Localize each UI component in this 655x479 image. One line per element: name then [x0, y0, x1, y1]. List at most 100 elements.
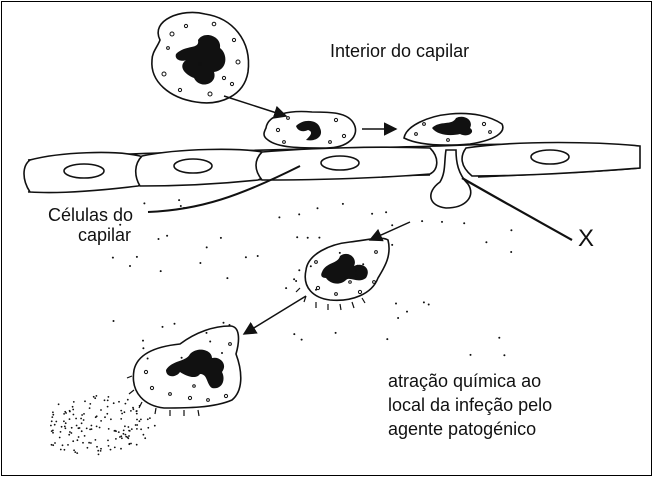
gradient-dot — [63, 413, 65, 415]
gradient-dot — [128, 435, 130, 437]
leukocyte-stage-1 — [152, 12, 249, 102]
gradient-dot — [69, 410, 71, 412]
gradient-dot — [73, 449, 75, 451]
gradient-dot — [143, 202, 145, 204]
gradient-dot — [52, 414, 54, 416]
gradient-dot — [147, 358, 149, 360]
gradient-dot — [206, 246, 208, 248]
gradient-dot — [118, 401, 120, 403]
gradient-dot — [52, 430, 54, 432]
gradient-dot — [60, 449, 62, 451]
gradient-dot — [90, 442, 92, 444]
gradient-dot — [77, 439, 79, 441]
gradient-dot — [498, 337, 500, 339]
gradient-dot — [158, 238, 160, 240]
gradient-dot — [65, 427, 67, 429]
gradient-dot — [315, 289, 317, 291]
gradient-dot — [96, 415, 98, 417]
gradient-dot — [80, 418, 82, 420]
gradient-dot — [421, 220, 423, 222]
gradient-dot — [257, 255, 259, 257]
gradient-dot — [107, 406, 109, 408]
gradient-dot — [52, 444, 54, 446]
gradient-dot — [107, 440, 109, 442]
gradient-dot — [124, 411, 126, 413]
gradient-dot — [357, 265, 359, 267]
gradient-dot — [97, 450, 99, 452]
gradient-dot — [76, 425, 78, 427]
leukocyte-stage-2 — [264, 112, 356, 148]
gradient-dot — [143, 434, 145, 436]
gradient-dot — [391, 224, 393, 226]
gradient-dot — [81, 430, 83, 432]
gradient-dot — [371, 213, 373, 215]
gradient-dot — [310, 265, 312, 267]
gradient-dot — [51, 444, 53, 446]
gradient-dot — [89, 407, 91, 409]
gradient-dot — [154, 425, 156, 427]
gradient-dot — [183, 207, 185, 209]
gradient-dot — [72, 406, 74, 408]
gradient-dot — [54, 424, 56, 426]
gradient-dot — [51, 416, 53, 418]
gradient-dot — [100, 420, 102, 422]
gradient-dot — [88, 442, 90, 444]
gradient-dot — [96, 395, 98, 397]
gradient-dot — [87, 447, 89, 449]
gradient-dot — [144, 437, 146, 439]
gradient-dot — [62, 444, 64, 446]
gradient-dot — [64, 426, 66, 428]
gradient-dot — [118, 431, 120, 433]
gradient-dot — [356, 274, 358, 276]
gradient-dot — [180, 205, 182, 207]
gradient-dot — [136, 413, 138, 415]
gradient-dot — [307, 237, 309, 239]
gradient-dot — [160, 270, 162, 272]
gradient-dot — [298, 269, 300, 271]
gradient-dot — [229, 324, 231, 326]
gradient-dot — [55, 421, 57, 423]
gradient-dot — [121, 437, 123, 439]
gradient-dot — [75, 418, 77, 420]
gradient-dot — [129, 443, 131, 445]
gradient-dot — [84, 400, 86, 402]
gradient-dot — [131, 428, 133, 430]
gradient-dot — [298, 213, 300, 215]
gradient-dot — [67, 444, 69, 446]
gradient-dot — [127, 436, 129, 438]
gradient-dot — [335, 332, 337, 334]
gradient-dot — [130, 443, 132, 445]
gradient-dot — [52, 411, 54, 413]
gradient-dot — [110, 449, 112, 451]
gradient-dot — [113, 320, 115, 322]
gradient-dot — [441, 221, 443, 223]
gradient-dot — [147, 427, 149, 429]
gradient-dot — [362, 263, 364, 265]
gradient-dot — [123, 433, 125, 435]
gradient-dot — [83, 413, 85, 415]
gradient-dot — [123, 430, 125, 432]
gradient-dot — [142, 347, 144, 349]
gradient-dot — [296, 236, 298, 238]
gradient-dot — [61, 426, 63, 428]
gradient-dot — [127, 426, 129, 428]
gradient-dot — [115, 438, 117, 440]
gradient-dot — [78, 427, 80, 429]
gradient-dot — [69, 431, 71, 433]
gradient-dot — [81, 414, 83, 416]
gradient-dot — [293, 333, 295, 335]
gradient-dot — [54, 442, 56, 444]
gradient-dot — [178, 199, 180, 201]
gradient-dot — [114, 447, 116, 449]
gradient-dot — [100, 448, 102, 450]
gradient-dot — [221, 352, 223, 354]
gradient-dot — [139, 405, 141, 407]
gradient-dot — [245, 256, 247, 258]
gradient-dot — [99, 427, 101, 429]
gradient-dot — [385, 211, 387, 213]
gradient-dot — [206, 332, 208, 334]
gradient-dot — [301, 339, 303, 341]
gradient-dot — [74, 451, 76, 453]
endothelial-nucleus — [321, 156, 359, 170]
